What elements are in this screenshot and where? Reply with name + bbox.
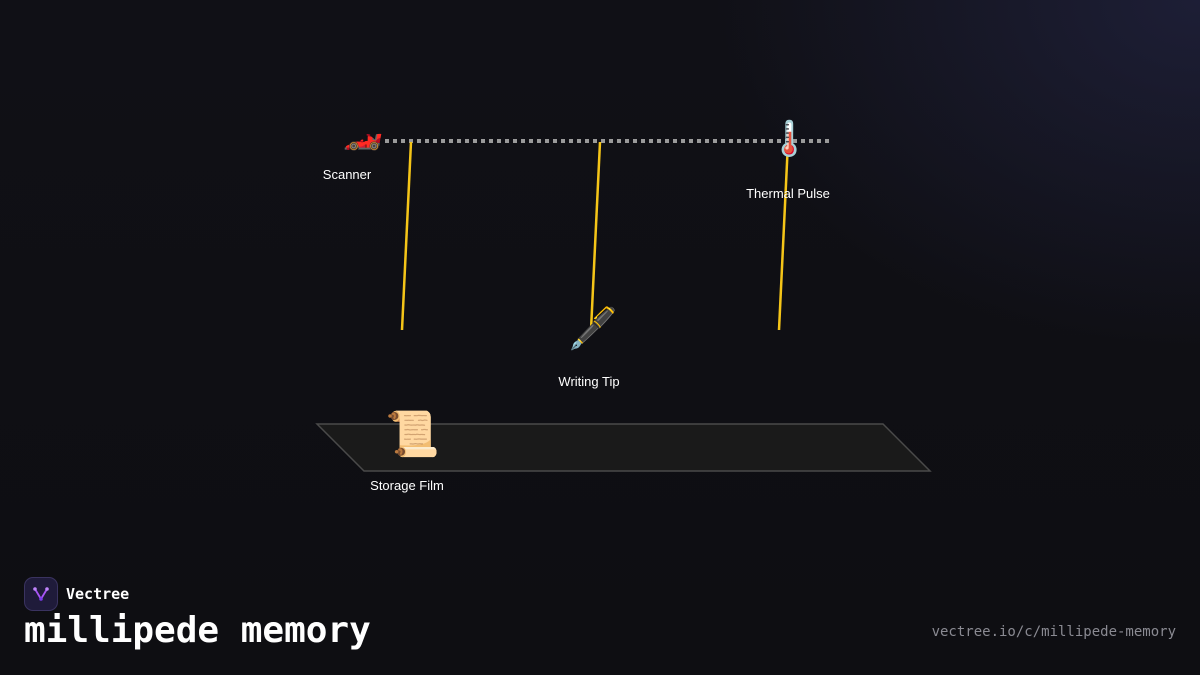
storage-film-label: Storage Film xyxy=(370,478,444,493)
brand-name: Vectree xyxy=(66,585,130,603)
page-title: millipede memory xyxy=(24,610,371,651)
writing-tip-label: Writing Tip xyxy=(558,374,620,389)
thermometer-icon: 🌡️ xyxy=(768,119,811,159)
probe-line-right xyxy=(777,141,790,331)
scroll-icon: 📜 xyxy=(385,409,440,460)
brand: Vectree xyxy=(24,577,129,611)
storage-film-plane xyxy=(315,423,932,472)
race-car-icon: 🏎️ xyxy=(343,114,383,152)
scanner-label: Scanner xyxy=(322,167,372,182)
vectree-logo-icon xyxy=(24,577,58,611)
thermal-pulse-label: Thermal Pulse xyxy=(746,186,830,201)
source-url: vectree.io/c/millipede-memory xyxy=(931,624,1176,640)
probe-line-center xyxy=(589,141,602,331)
probe-line-left xyxy=(400,141,413,331)
fountain-pen-icon: 🖋️ xyxy=(568,306,618,352)
